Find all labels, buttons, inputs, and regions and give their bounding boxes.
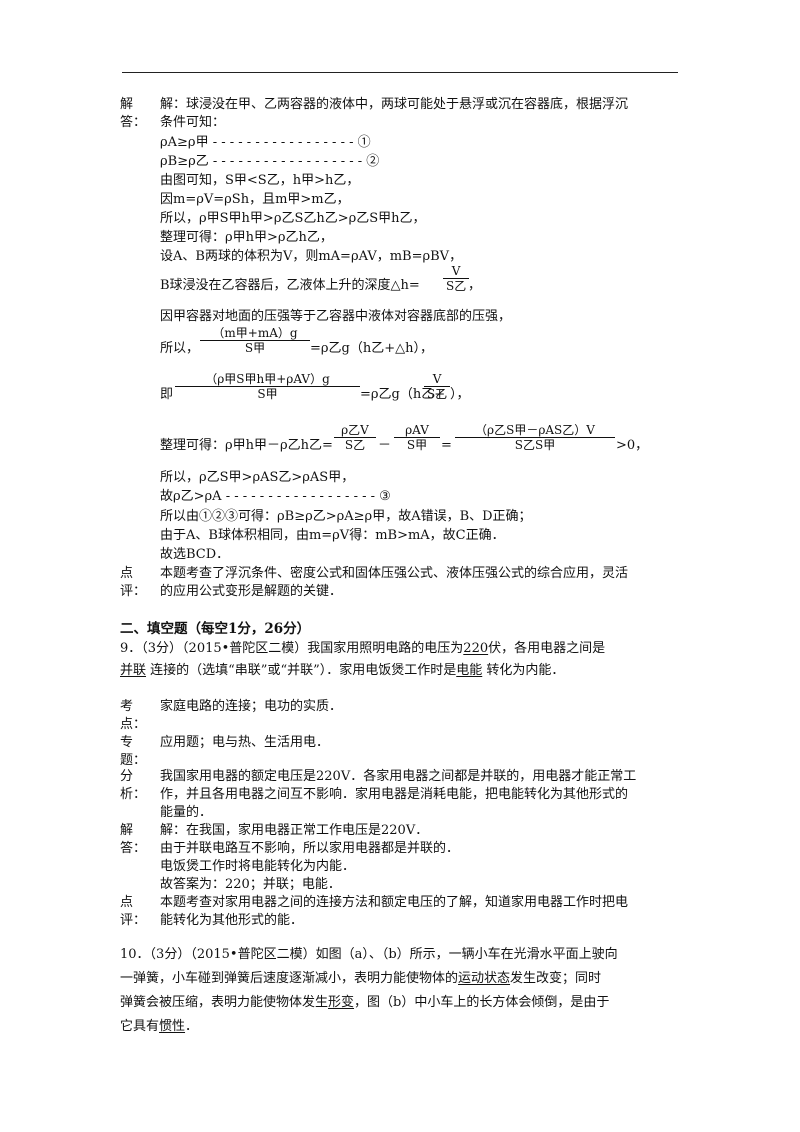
header-rule bbox=[122, 72, 678, 73]
category-label: 专 题： bbox=[120, 735, 147, 768]
solve-line: 条件可知： bbox=[160, 115, 226, 130]
fraction: （m甲+mA）g S甲 bbox=[200, 326, 310, 355]
fraction: V S乙 bbox=[443, 264, 470, 293]
comment-label: 点 评： bbox=[120, 566, 147, 599]
question-text: ，图（b）中小车上的长方体会倾倒，是由于 bbox=[354, 995, 610, 1010]
fraction-numerator: V bbox=[451, 264, 461, 278]
comment-line: 能转化为其他形式的能． bbox=[160, 913, 304, 928]
analysis-line: 作，并且各用电器之间互不影响．家用电器是消耗电能，把电能转化为其他形式的 bbox=[160, 787, 629, 802]
question-line: 一弹簧，小车碰到弹簧后速度逐渐减小，表明力能使物体的 运动状态 发生改变；同时 bbox=[120, 970, 601, 988]
solve-line: =ρ乙g（h乙+ bbox=[360, 387, 446, 402]
inequality-1: ρA≥ρ甲 - - - - - - - - - - - - - - - - - … bbox=[160, 135, 371, 150]
answer-line: 故答案为：220；并联；电能． bbox=[160, 877, 341, 892]
solve-line: ， bbox=[468, 278, 482, 293]
solve-line: 由于A、B球体积相同，由m=ρV得：mB>mA，故C正确． bbox=[160, 528, 505, 543]
question-text: 一弹簧，小车碰到弹簧后速度逐渐减小，表明力能使物体的 bbox=[120, 971, 459, 986]
fraction: ρAV S甲 bbox=[394, 423, 440, 452]
answer-line: 故选BCD． bbox=[160, 547, 230, 562]
solve-line: =ρ乙g（h乙+△h）， bbox=[310, 341, 433, 356]
analysis-line: 我国家用电器的额定电压是220V．各家用电器之间都是并联的，用电器才能正常工 bbox=[160, 769, 637, 784]
solve-line: 所以， bbox=[160, 341, 200, 356]
comment-line: 的应用公式变形是解题的关键． bbox=[160, 584, 343, 599]
question-text: ． bbox=[185, 1019, 199, 1034]
question-text: 弹簧会被压缩，表明力能使物体发生 bbox=[120, 995, 329, 1010]
fraction-denominator: S乙S甲 bbox=[455, 437, 615, 452]
answer-blank: 运动状态 bbox=[458, 971, 511, 986]
comment-line: 本题考查了浮沉条件、密度公式和固体压强公式、液体压强公式的综合应用，灵活 bbox=[160, 566, 629, 581]
solve-line: B球浸没在乙容器后，乙液体上升的深度△h= bbox=[160, 278, 420, 293]
question-line: 它具有 惯性 ． bbox=[120, 1018, 198, 1036]
question-text: 伏，各用电器之间是 bbox=[488, 641, 606, 656]
solve-label: 解 答： bbox=[120, 823, 147, 856]
question-text: 连接的（选填“串联”或“并联”）．家用电饭煲工作时是 bbox=[146, 663, 457, 678]
question-text: 9．（3分）（2015•普陀区二模）我国家用照明电路的电压为 bbox=[120, 641, 464, 656]
fraction-denominator: S乙 bbox=[424, 386, 451, 401]
answer-blank: 并联 bbox=[120, 663, 147, 678]
question-text: 发生改变；同时 bbox=[510, 971, 602, 986]
minus-sign: － bbox=[378, 438, 392, 453]
solve-line: 所以由①②③可得：ρB≥ρ乙>ρA≥ρ甲，故A错误，B、D正确； bbox=[160, 509, 532, 524]
solve-line: 由于并联电路互不影响，所以家用电器都是并联的． bbox=[160, 841, 460, 856]
solve-line: ）， bbox=[450, 387, 470, 402]
analysis-label: 分 析： bbox=[120, 769, 147, 802]
fraction-denominator: S乙 bbox=[443, 278, 470, 293]
solve-line: 整理可得：ρ甲h甲－ρ乙h乙= bbox=[160, 438, 333, 453]
inequality-3: 故ρ乙>ρA - - - - - - - - - - - - - - - - -… bbox=[160, 489, 391, 504]
fraction: ρ乙V S乙 bbox=[334, 423, 376, 452]
question-line: 9．（3分）（2015•普陀区二模）我国家用照明电路的电压为 220 伏，各用电… bbox=[120, 640, 605, 658]
fraction: （ρ甲S甲h甲+ρAV）g S甲 bbox=[175, 372, 360, 401]
question-line: 弹簧会被压缩，表明力能使物体发生 形变 ，图（b）中小车上的长方体会倾倒，是由于 bbox=[120, 994, 609, 1012]
fraction-numerator: （m甲+mA）g bbox=[212, 326, 298, 340]
answer-blank: 惯性 bbox=[159, 1019, 186, 1034]
category-text: 应用题；电与热、生活用电． bbox=[160, 735, 330, 750]
answer-blank: 电能 bbox=[456, 663, 483, 678]
fraction-numerator: （ρ甲S甲h甲+ρAV）g bbox=[205, 372, 330, 386]
solve-line: 解：球浸没在甲、乙两容器的液体中，两球可能处于悬浮或沉在容器底，根据浮沉 bbox=[160, 97, 629, 112]
solve-line: 因m=ρV=ρSh，且m甲>m乙， bbox=[160, 192, 350, 207]
solve-line: 整理可得：ρ甲h甲>ρ乙h乙， bbox=[160, 230, 333, 245]
fraction-denominator: S甲 bbox=[175, 386, 360, 401]
solve-line: >0， bbox=[616, 438, 649, 453]
fraction-denominator: S乙 bbox=[334, 437, 376, 452]
equals-sign: = bbox=[441, 438, 452, 453]
solve-line: 即 bbox=[160, 387, 174, 402]
fraction-numerator: ρAV bbox=[405, 423, 429, 437]
question-text: 它具有 bbox=[120, 1019, 160, 1034]
analysis-line: 能量的． bbox=[160, 805, 213, 820]
section-title: 二、填空题（每空1分，26分） bbox=[120, 621, 311, 637]
answer-blank: 220 bbox=[463, 641, 489, 656]
fraction-denominator: S甲 bbox=[200, 340, 310, 355]
solve-line: 由图可知，S甲<S乙，h甲>h乙， bbox=[160, 173, 360, 188]
solve-line: 电饭煲工作时将电能转化为内能． bbox=[160, 859, 356, 874]
answer-blank: 形变 bbox=[328, 995, 355, 1010]
topic-label: 考 点： bbox=[120, 699, 147, 732]
fraction-denominator: S甲 bbox=[394, 437, 440, 452]
solve-line: 解：在我国，家用电器正常工作电压是220V． bbox=[160, 823, 429, 838]
fraction-numerator: （ρ乙S甲－ρAS乙）V bbox=[475, 423, 595, 437]
question-line: 10．（3分）（2015•普陀区二模）如图（a）、（b）所示，一辆小车在光滑水平… bbox=[120, 947, 618, 962]
inequality-2: ρB≥ρ乙 - - - - - - - - - - - - - - - - - … bbox=[160, 154, 380, 169]
solve-line: 所以，ρ甲S甲h甲>ρ乙S乙h乙>ρ乙S甲h乙， bbox=[160, 211, 426, 226]
fraction: V S乙 bbox=[424, 372, 451, 401]
fraction-numerator: ρ乙V bbox=[341, 423, 369, 437]
comment-label: 点 评： bbox=[120, 895, 147, 928]
solve-label: 解 答： bbox=[120, 97, 147, 130]
solve-line: 设A、B两球的体积为V，则mA=ρAV，mB=ρBV， bbox=[160, 249, 463, 264]
fraction-numerator: V bbox=[432, 372, 442, 386]
question-text: 转化为内能． bbox=[482, 663, 565, 678]
comment-line: 本题考查对家用电器之间的连接方法和额定电压的了解，知道家用电器工作时把电 bbox=[160, 895, 629, 910]
solve-line: 所以，ρ乙S甲>ρAS乙>ρAS甲， bbox=[160, 470, 355, 485]
fraction: （ρ乙S甲－ρAS乙）V S乙S甲 bbox=[455, 423, 615, 452]
solve-line: 因甲容器对地面的压强等于乙容器中液体对容器底部的压强， bbox=[160, 309, 512, 324]
topic-text: 家庭电路的连接；电功的实质． bbox=[160, 699, 343, 714]
question-line: 并联 连接的（选填“串联”或“并联”）．家用电饭煲工作时是 电能 转化为内能． bbox=[120, 662, 564, 680]
